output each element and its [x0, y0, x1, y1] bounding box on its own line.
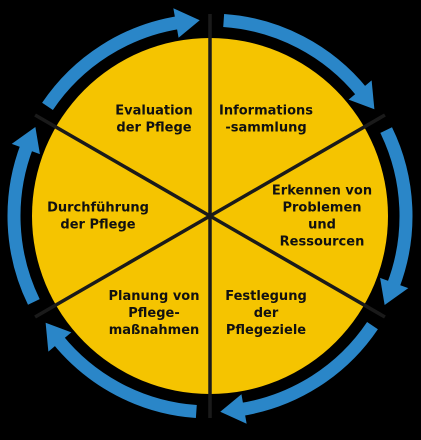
cycle-arrow-arc: [239, 321, 378, 417]
segment-label-line: Pflegeziele: [226, 323, 306, 338]
segment-label-line: der Pflege: [60, 218, 135, 233]
segment-label-line: Planung von: [108, 289, 199, 304]
segment-label-line: Ressourcen: [280, 235, 365, 250]
segment-label-durchfuehrung: Durchführung der Pflege: [47, 201, 149, 233]
segment-label-line: der Pflege: [116, 121, 191, 136]
segment-label-line: Problemen: [282, 201, 361, 216]
cycle-arrow-arc: [7, 143, 40, 305]
segment-label-line: -sammlung: [225, 121, 306, 136]
arrow-head-icon: [11, 127, 40, 155]
segment-label-line: maßnahmen: [109, 323, 200, 338]
arrow-head-icon: [45, 322, 72, 352]
segment-divider: [209, 113, 386, 218]
segment-divider: [34, 214, 211, 319]
segment-label-line: Durchführung: [47, 201, 149, 216]
segment-label-line: der: [254, 306, 279, 321]
segment-label-line: Evaluation: [115, 104, 192, 119]
cycle-arrow-arc: [52, 335, 197, 419]
arrow-head-icon: [173, 8, 200, 38]
segment-label-line: Festlegung: [225, 289, 307, 304]
arrow-head-icon: [380, 277, 409, 305]
segment-divider: [209, 214, 386, 319]
arrow-ring: [7, 8, 413, 424]
arrow-head-icon: [220, 394, 247, 424]
cycle-arrow-arc: [42, 15, 181, 111]
cycle-arrow-arc: [223, 13, 368, 97]
segment-label-line: Erkennen von: [272, 184, 372, 199]
arrow-head-icon: [348, 80, 375, 110]
segment-label-evaluation: Evaluation der Pflege: [115, 104, 192, 136]
segment-label-line: Informations: [219, 104, 313, 119]
segment-label-line: Pflege-: [128, 306, 180, 321]
segment-label-line: und: [308, 218, 336, 233]
dividers-layer: [34, 14, 386, 418]
cycle-arrow-arc: [380, 127, 413, 289]
segment-divider: [34, 113, 211, 218]
segment-label-informationssammlung: Informations -sammlung: [219, 104, 313, 136]
